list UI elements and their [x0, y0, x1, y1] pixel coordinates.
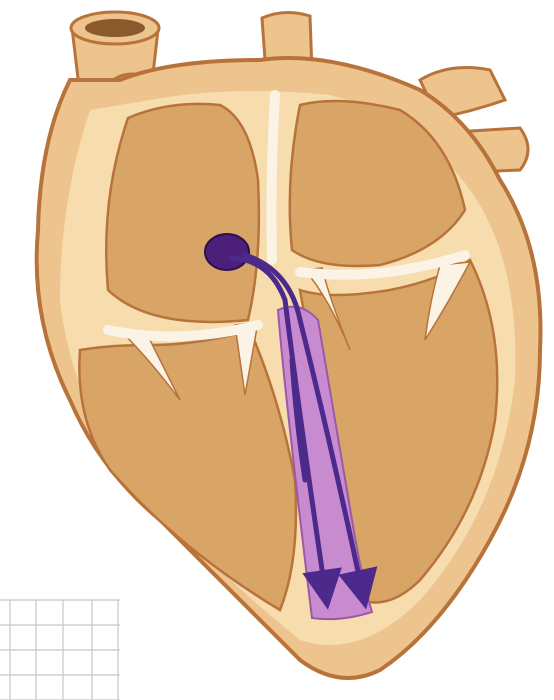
- right-ventricle: [79, 330, 296, 610]
- right-atrium: [106, 104, 259, 322]
- aorta-lumen: [85, 19, 145, 37]
- corner-grid: [0, 600, 120, 700]
- av-node: [205, 234, 249, 270]
